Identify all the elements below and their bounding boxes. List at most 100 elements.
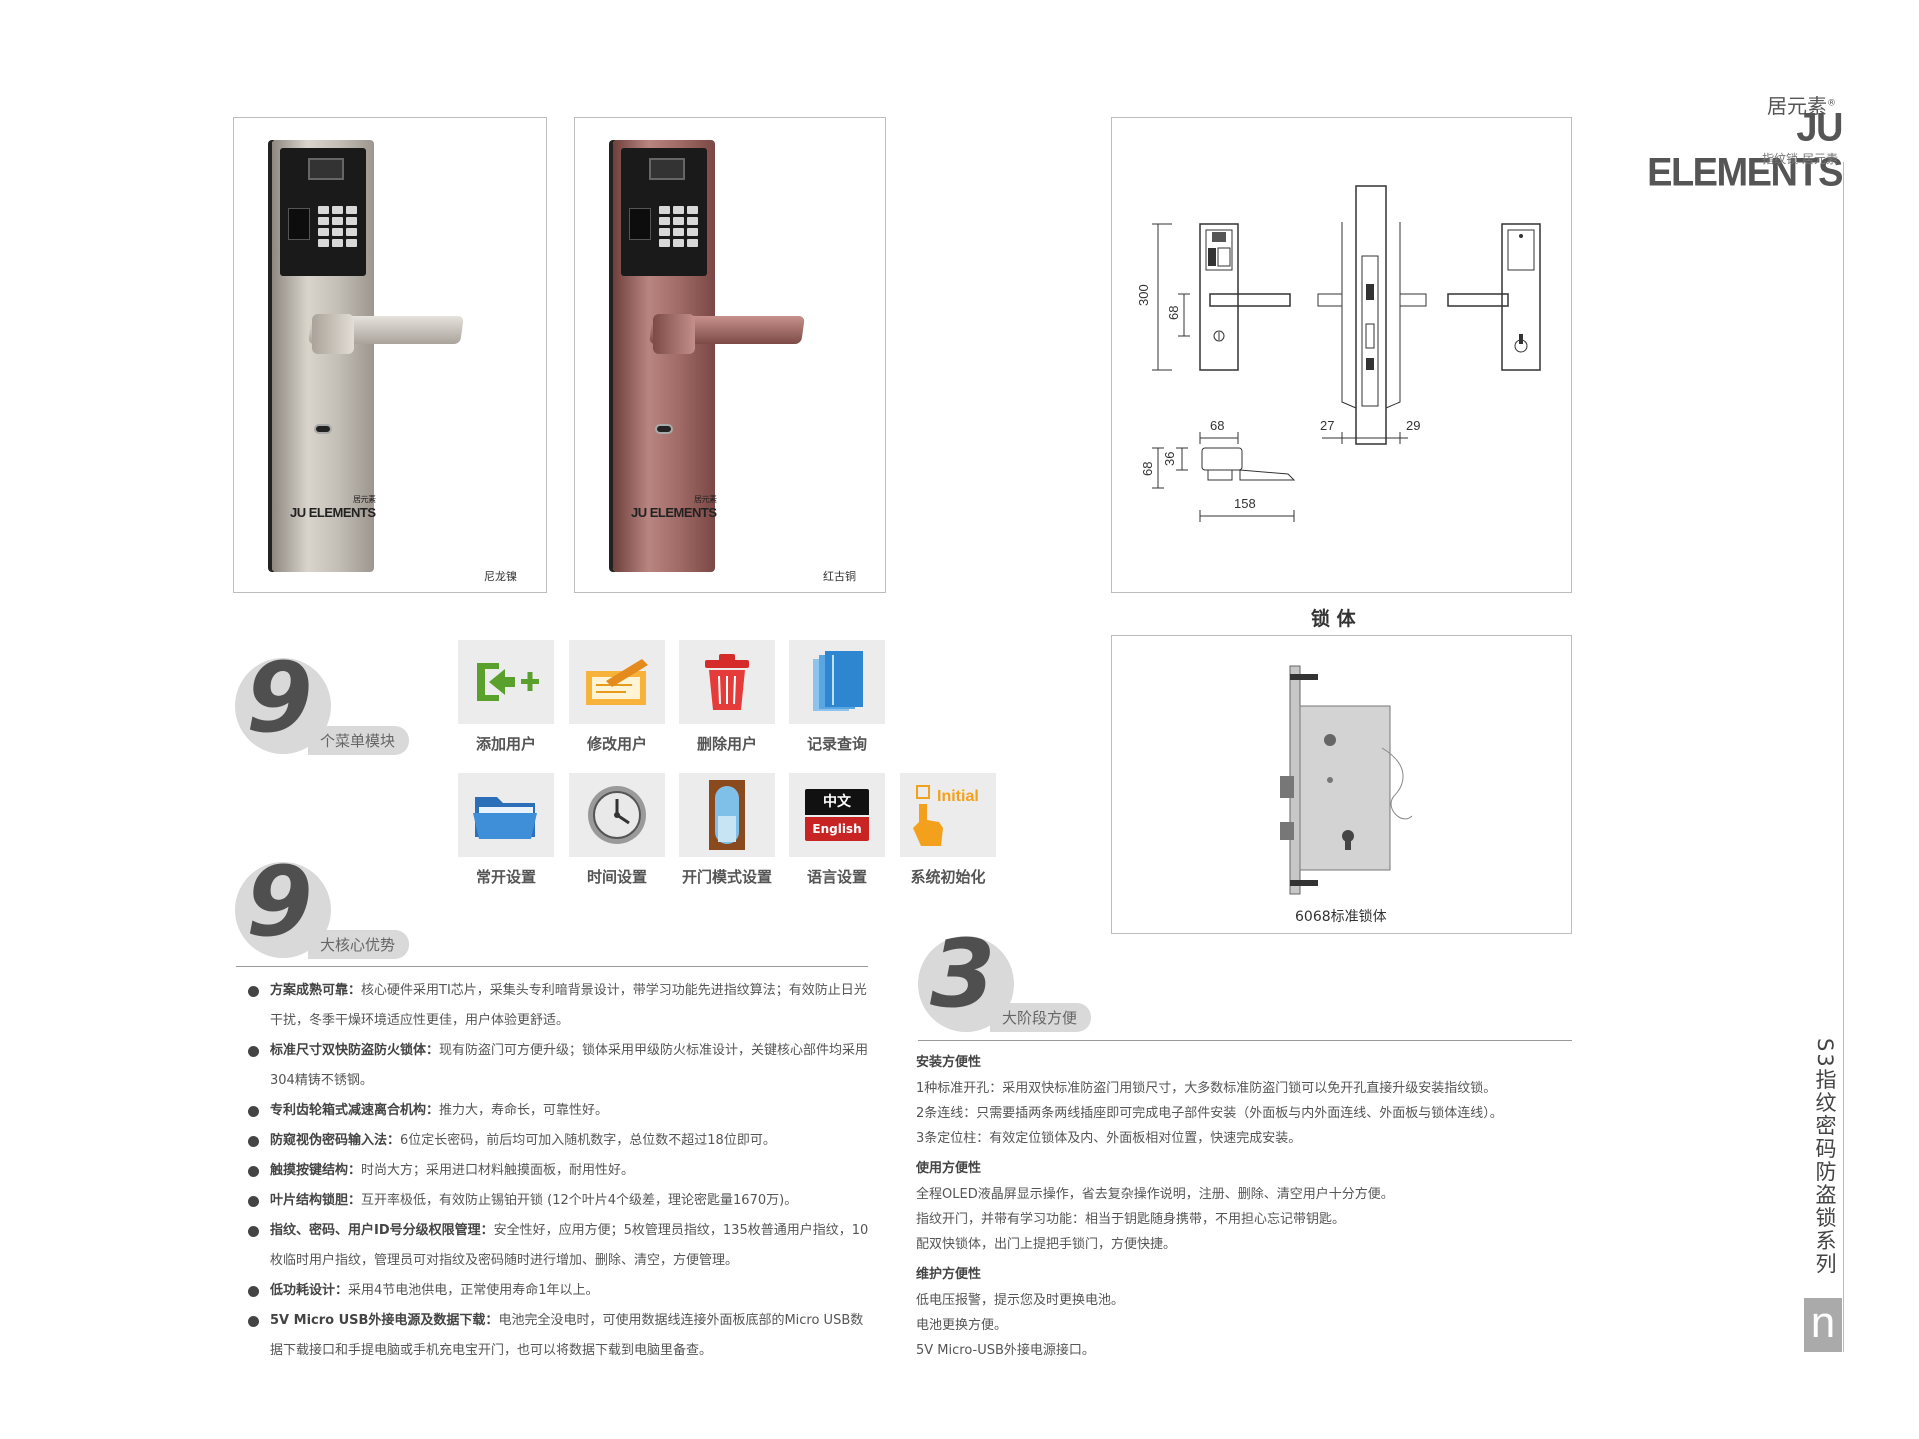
keypad [659, 206, 698, 247]
diagram-caption: 锁 体 [1311, 608, 1356, 630]
page-mark: n [1804, 1298, 1842, 1352]
brand-logo: 居元素® JU ELEMENTS 指纹锁 居元素 [1647, 90, 1850, 195]
keypad [318, 206, 357, 247]
stage-line: 配双快锁体，出门上提把手锁门，方便快捷。 [916, 1237, 1177, 1252]
stage-heading: 维护方便性 [916, 1267, 982, 1282]
menu-label: 常开设置 [475, 868, 536, 886]
advantage-item: 标准尺寸双快防盗防火锁体：现有防盗门可方便升级；锁体采用甲级防火标准设计，关键核… [248, 1036, 870, 1096]
advantages-number: 9 [246, 846, 313, 958]
menu-section-title: 个菜单模块 [308, 726, 410, 755]
initial-label: Initial [937, 788, 979, 805]
chinese-label: 中文 [805, 789, 869, 815]
fingerprint-sensor [629, 208, 651, 240]
menu-tile-delete-user[interactable] [679, 640, 775, 724]
menu-label: 开门模式设置 [681, 868, 772, 886]
dim-label: 27 [1320, 418, 1334, 433]
menu-tile-records[interactable] [789, 640, 885, 724]
advantages-rule [236, 966, 868, 967]
advantage-item: 方案成熟可靠：核心硬件采用TI芯片，采集头专利暗背景设计，带学习功能先进指纹算法… [248, 976, 870, 1036]
menu-label: 添加用户 [475, 735, 536, 753]
dim-label: 158 [1234, 496, 1256, 511]
stage-heading: 安装方便性 [916, 1055, 982, 1070]
advantage-item: 5V Micro USB外接电源及数据下载：电池完全没电时，可使用数据线连接外面… [248, 1306, 870, 1366]
menu-label: 语言设置 [806, 868, 867, 886]
stage-heading: 使用方便性 [916, 1161, 982, 1176]
advantages-list: 方案成熟可靠：核心硬件采用TI芯片，采集头专利暗背景设计，带学习功能先进指纹算法… [248, 976, 870, 1366]
stage-use: 使用方便性 全程OLED液晶屏显示操作，省去复杂操作说明，注册、删除、清空用户十… [916, 1156, 1576, 1257]
dimension-drawing: 300 68 68 27 29 68 36 158 [1136, 185, 1541, 522]
advantage-item: 触摸按键结构：时尚大方；采用进口材料触摸面板，耐用性好。 [248, 1156, 870, 1186]
stage-line: 5V Micro-USB外接电源接口。 [916, 1343, 1095, 1358]
lock-body-box: 6068标准锁体 [1111, 635, 1572, 934]
brand-name-en: JU ELEMENTS [1647, 105, 1843, 196]
menu-tile-door-mode[interactable] [679, 773, 775, 857]
stage-install: 安装方便性 1种标准开孔：采用双快标准防盗门用锁尺寸，大多数标准防盗门锁可以免开… [916, 1050, 1576, 1151]
hand-icon [913, 785, 943, 846]
stages-section-title: 大阶段方便 [990, 1003, 1092, 1032]
keyhole [314, 424, 332, 434]
dim-label: 68 [1166, 306, 1181, 320]
finish-label: 尼龙镍 [484, 570, 517, 583]
series-title: S3指纹密码防盗锁系列 [1813, 1038, 1837, 1276]
stage-line: 全程OLED液晶屏显示操作，省去复杂操作说明，注册、删除、清空用户十分方便。 [916, 1187, 1394, 1202]
finish-label: 红古铜 [823, 570, 856, 583]
stage-line: 指纹开门，并带有学习功能：相当于钥匙随身携带，不用担心忘记带钥匙。 [916, 1212, 1346, 1227]
menu-label: 修改用户 [586, 735, 647, 753]
folder-icon [473, 797, 537, 839]
advantage-item: 防窥视伪密码输入法：6位定长密码，前后均可加入随机数字，总位数不超过18位即可。 [248, 1126, 870, 1156]
trash-icon [705, 654, 749, 710]
brand-name-cn: 居元素® [1767, 94, 1836, 118]
add-user-icon [477, 663, 539, 701]
stage-line: 3条定位柱：有效定位锁体及内、外面板相对位置，快速完成安装。 [916, 1131, 1302, 1146]
edit-user-icon [586, 659, 648, 705]
lock-display [308, 158, 344, 180]
advantage-item: 专利齿轮箱式减速离合机构：推力大，寿命长，可靠性好。 [248, 1096, 870, 1126]
dim-label: 36 [1162, 452, 1177, 466]
lock-body-caption: 6068标准锁体 [1295, 909, 1387, 925]
stages-rule [918, 1040, 1572, 1041]
advantages-section-title: 大核心优势 [308, 930, 410, 959]
advantage-item: 低功耗设计：采用4节电池供电，正常使用寿命1年以上。 [248, 1276, 870, 1306]
right-margin-rule [1843, 162, 1844, 1352]
dim-label: 300 [1136, 284, 1151, 306]
stage-line: 2条连线：只需要插两条两线插座即可完成电子部件安装（外面板与内外面连线、外面板与… [916, 1106, 1503, 1121]
keyhole [655, 424, 673, 434]
english-label: English [805, 817, 869, 841]
stages-number: 3 [930, 920, 996, 1029]
menu-tile-edit-user[interactable] [569, 640, 665, 724]
menu-label: 时间设置 [586, 868, 647, 886]
menu-tile-always-open[interactable] [458, 773, 554, 857]
fingerprint-sensor [288, 208, 310, 240]
handle-rose [312, 314, 354, 354]
menu-tile-initialize[interactable]: Initial [900, 773, 996, 857]
door-icon [709, 780, 745, 850]
dimension-diagram: 300 68 68 27 29 68 36 158 [1111, 117, 1572, 593]
menu-tile-time[interactable] [569, 773, 665, 857]
language-icon: 中文 English [805, 789, 869, 841]
brand-tagline: 指纹锁 居元素 [1762, 152, 1838, 166]
stage-line: 电池更换方便。 [916, 1318, 1008, 1333]
menu-tile-language[interactable]: 中文 English [789, 773, 885, 857]
dim-label: 68 [1140, 462, 1155, 476]
handle-rose [653, 314, 695, 354]
records-icon [813, 651, 863, 711]
menu-number: 9 [246, 642, 313, 754]
stage-line: 低电压报警，提示您及时更换电池。 [916, 1293, 1125, 1308]
initial-icon: Initial [903, 780, 993, 850]
advantage-item: 指纹、密码、用户ID号分级权限管理：安全性好，应用方便；5枚管理员指纹，135枚… [248, 1216, 870, 1276]
stage-maintain: 维护方便性 低电压报警，提示您及时更换电池。 电池更换方便。 5V Micro-… [916, 1262, 1576, 1363]
menu-label: 系统初始化 [910, 868, 986, 886]
advantage-item: 叶片结构锁胆：互开率极低，有效防止锡铂开锁 (12个叶片4个级差，理论密匙量16… [248, 1186, 870, 1216]
menu-label: 删除用户 [696, 735, 757, 753]
lock-body-drawing [1280, 665, 1413, 895]
stage-line: 1种标准开孔：采用双快标准防盗门用锁尺寸，大多数标准防盗门锁可以免开孔直接升级安… [916, 1081, 1497, 1096]
dim-label: 29 [1406, 418, 1420, 433]
menu-tile-add-user[interactable] [458, 640, 554, 724]
lock-display [649, 158, 685, 180]
menu-label: 记录查询 [806, 735, 867, 753]
dim-label: 68 [1210, 418, 1224, 433]
